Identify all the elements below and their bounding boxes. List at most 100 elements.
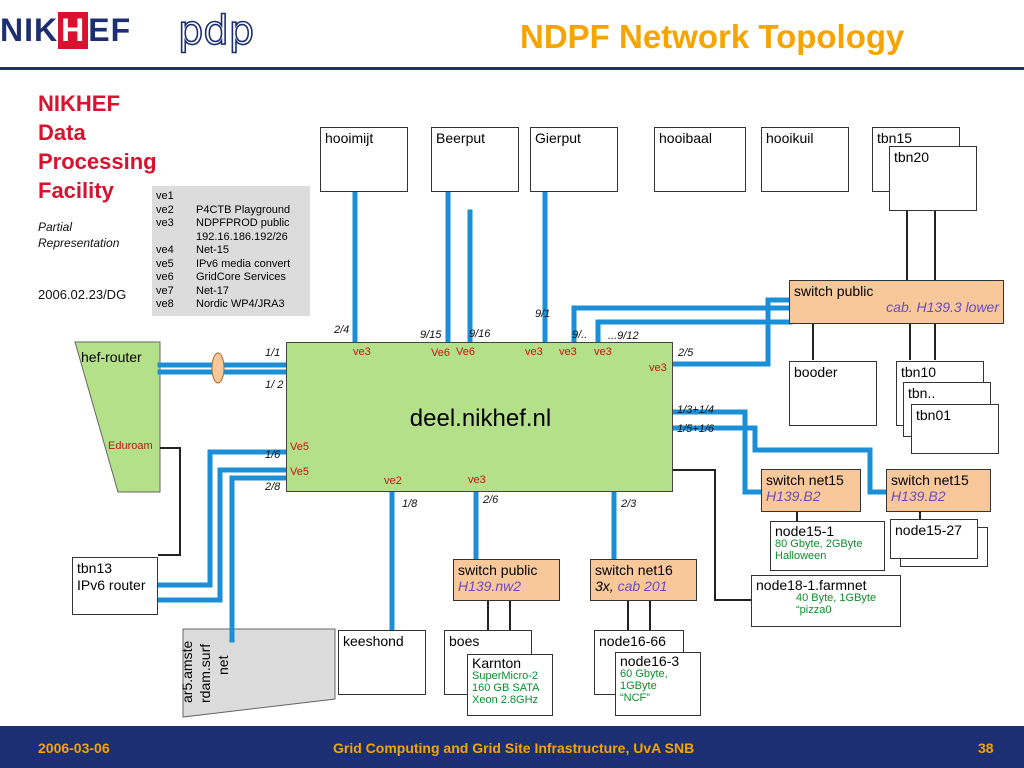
footer-date: 2006-03-06 (38, 740, 110, 756)
node-spec: 160 GB SATA (472, 682, 540, 694)
node-keeshond: keeshond (338, 630, 426, 695)
node-label: IPv6 router (77, 577, 146, 593)
legend-row: ve7 Net-17 (156, 285, 306, 299)
link-25 (670, 297, 793, 367)
phys-port: 9/.. (572, 329, 588, 341)
legend-key: ve4 (156, 244, 174, 256)
node-gierput: Gierput (530, 127, 618, 192)
node-label: node18-1.farmnet (756, 577, 867, 593)
phys-port: 1/8 (402, 498, 418, 510)
node-node18: node18-1.farmnet 40 Byte, 1GByte “pizza0 (751, 575, 901, 627)
switch-net15-a: switch net15 H139.B2 (761, 469, 861, 512)
node-spec: Halloween (775, 550, 827, 562)
legend-value: Nordic WP4/JRA3 (196, 298, 285, 310)
node-spec: “NCF” (620, 692, 650, 704)
header-bar (0, 0, 1024, 70)
port-label: Ve5 (290, 466, 309, 478)
legend-key: ve7 (156, 284, 174, 297)
page-number: 38 (978, 740, 994, 756)
footer-bar: 2006-03-06 Grid Computing and Grid Site … (0, 726, 1024, 768)
legend-row: ve2 P4CTB Playground (156, 204, 306, 218)
node-spec: “pizza0 (796, 604, 832, 616)
legend-value: Net-17 (196, 284, 230, 297)
ar5-label: ar5.amste rdam.surf net (178, 613, 232, 703)
org-name: NIKHEF Data Processing Facility (38, 89, 188, 205)
node-spec: Xeon 2.8GHz (472, 694, 539, 706)
ar5-line: rdam.surf (197, 643, 213, 703)
port-label: ve3 (649, 362, 667, 374)
switch-net16: switch net16 3x, cab 201 (590, 559, 697, 601)
phys-port: 2/5 (678, 347, 694, 359)
node-spec: 40 Byte, 1GByte (796, 592, 877, 604)
port-label: Ve6 (431, 347, 450, 359)
switch-public-bottom: switch public H139.nw2 (453, 559, 560, 601)
hef-router-label: hef-router (81, 349, 142, 365)
node-label: Karnton (472, 655, 522, 671)
logo-text-left: NIK (0, 12, 59, 48)
node-label: tbn13 (77, 560, 113, 576)
node-node16-3: node16-3 60 Gbyte, 1GByte “NCF” (615, 652, 701, 716)
link-switch-public-b (595, 319, 793, 345)
port-label: ve3 (468, 474, 486, 486)
phys-port: 2/3 (621, 498, 637, 510)
node-tbn20: tbn20 (889, 146, 977, 211)
switch-location: H139.B2 (766, 488, 821, 504)
phys-port: ...9/12 (608, 330, 639, 342)
legend-key: ve2 (156, 203, 174, 216)
nikhef-logo: NIKHEF (0, 12, 131, 52)
switch-label: switch net15 (766, 472, 844, 488)
phys-port: 9/1 (535, 308, 551, 320)
node-spec: 1GByte (620, 680, 657, 692)
port-label: ve3 (594, 346, 612, 358)
logo-text-right: EF (88, 12, 132, 48)
phys-port: 1/ 2 (265, 379, 284, 391)
node-hooimijt: hooimijt (320, 127, 408, 192)
footer-title: Grid Computing and Grid Site Infrastruct… (333, 740, 695, 756)
central-router-label: deel.nikhef.nl (409, 405, 552, 432)
link-ar5 (229, 475, 289, 643)
node-spec: 80 Gbyte, 2GByte (775, 538, 863, 550)
switch-label: switch public (458, 562, 538, 578)
legend-value: P4CTB Playground (196, 203, 291, 216)
node-node15-27: node15-27 (890, 519, 978, 559)
legend-key: ve5 (156, 257, 174, 270)
switch-public-top: switch public cab. H139.3 lower (789, 280, 1004, 324)
ar5-line: ar5.amste (179, 640, 195, 703)
link-28 (157, 467, 289, 603)
link-node18 (673, 469, 752, 601)
legend-key: ve1 (156, 190, 174, 202)
org-line: Processing (38, 149, 157, 174)
partial-note: Partial Representation (38, 219, 148, 251)
node-booder: booder (789, 361, 877, 426)
link-1314 (670, 409, 767, 495)
legend-value: Net-15 (196, 244, 230, 256)
switch-net15-b: switch net15 H139.B2 (886, 469, 991, 512)
eduroam-label: Eduroam (108, 440, 153, 452)
switch-count: 3x, (595, 578, 614, 594)
switch-location: cab. H139.3 lower (886, 299, 999, 315)
diagram-date: 2006.02.23/DG (38, 287, 127, 302)
media-converter-icon (211, 352, 225, 384)
hef-router-shape (74, 341, 161, 493)
phys-port: 1/1 (265, 347, 281, 359)
legend-value: NDPFPROD public (196, 217, 290, 229)
switch-label: switch public (794, 283, 874, 299)
link-eduroam (158, 447, 181, 556)
node-node15-1: node15-1 80 Gbyte, 2GByte Halloween (770, 521, 885, 571)
node-beerput: Beerput (431, 127, 519, 192)
switch-location: H139.nw2 (458, 578, 522, 594)
node-hooikuil: hooikuil (761, 127, 849, 192)
link-16 (157, 449, 289, 588)
partial-line: Partial (38, 220, 73, 234)
port-label: ve3 (559, 346, 577, 358)
legend-row: 192.16.186.192/26 (156, 231, 306, 245)
node-label: node15-1 (775, 523, 835, 539)
central-router-deel: deel.nikhef.nl (286, 342, 673, 492)
switch-location: cab 201 (617, 578, 668, 594)
legend-value: 192.16.186.192/26 (196, 230, 288, 243)
